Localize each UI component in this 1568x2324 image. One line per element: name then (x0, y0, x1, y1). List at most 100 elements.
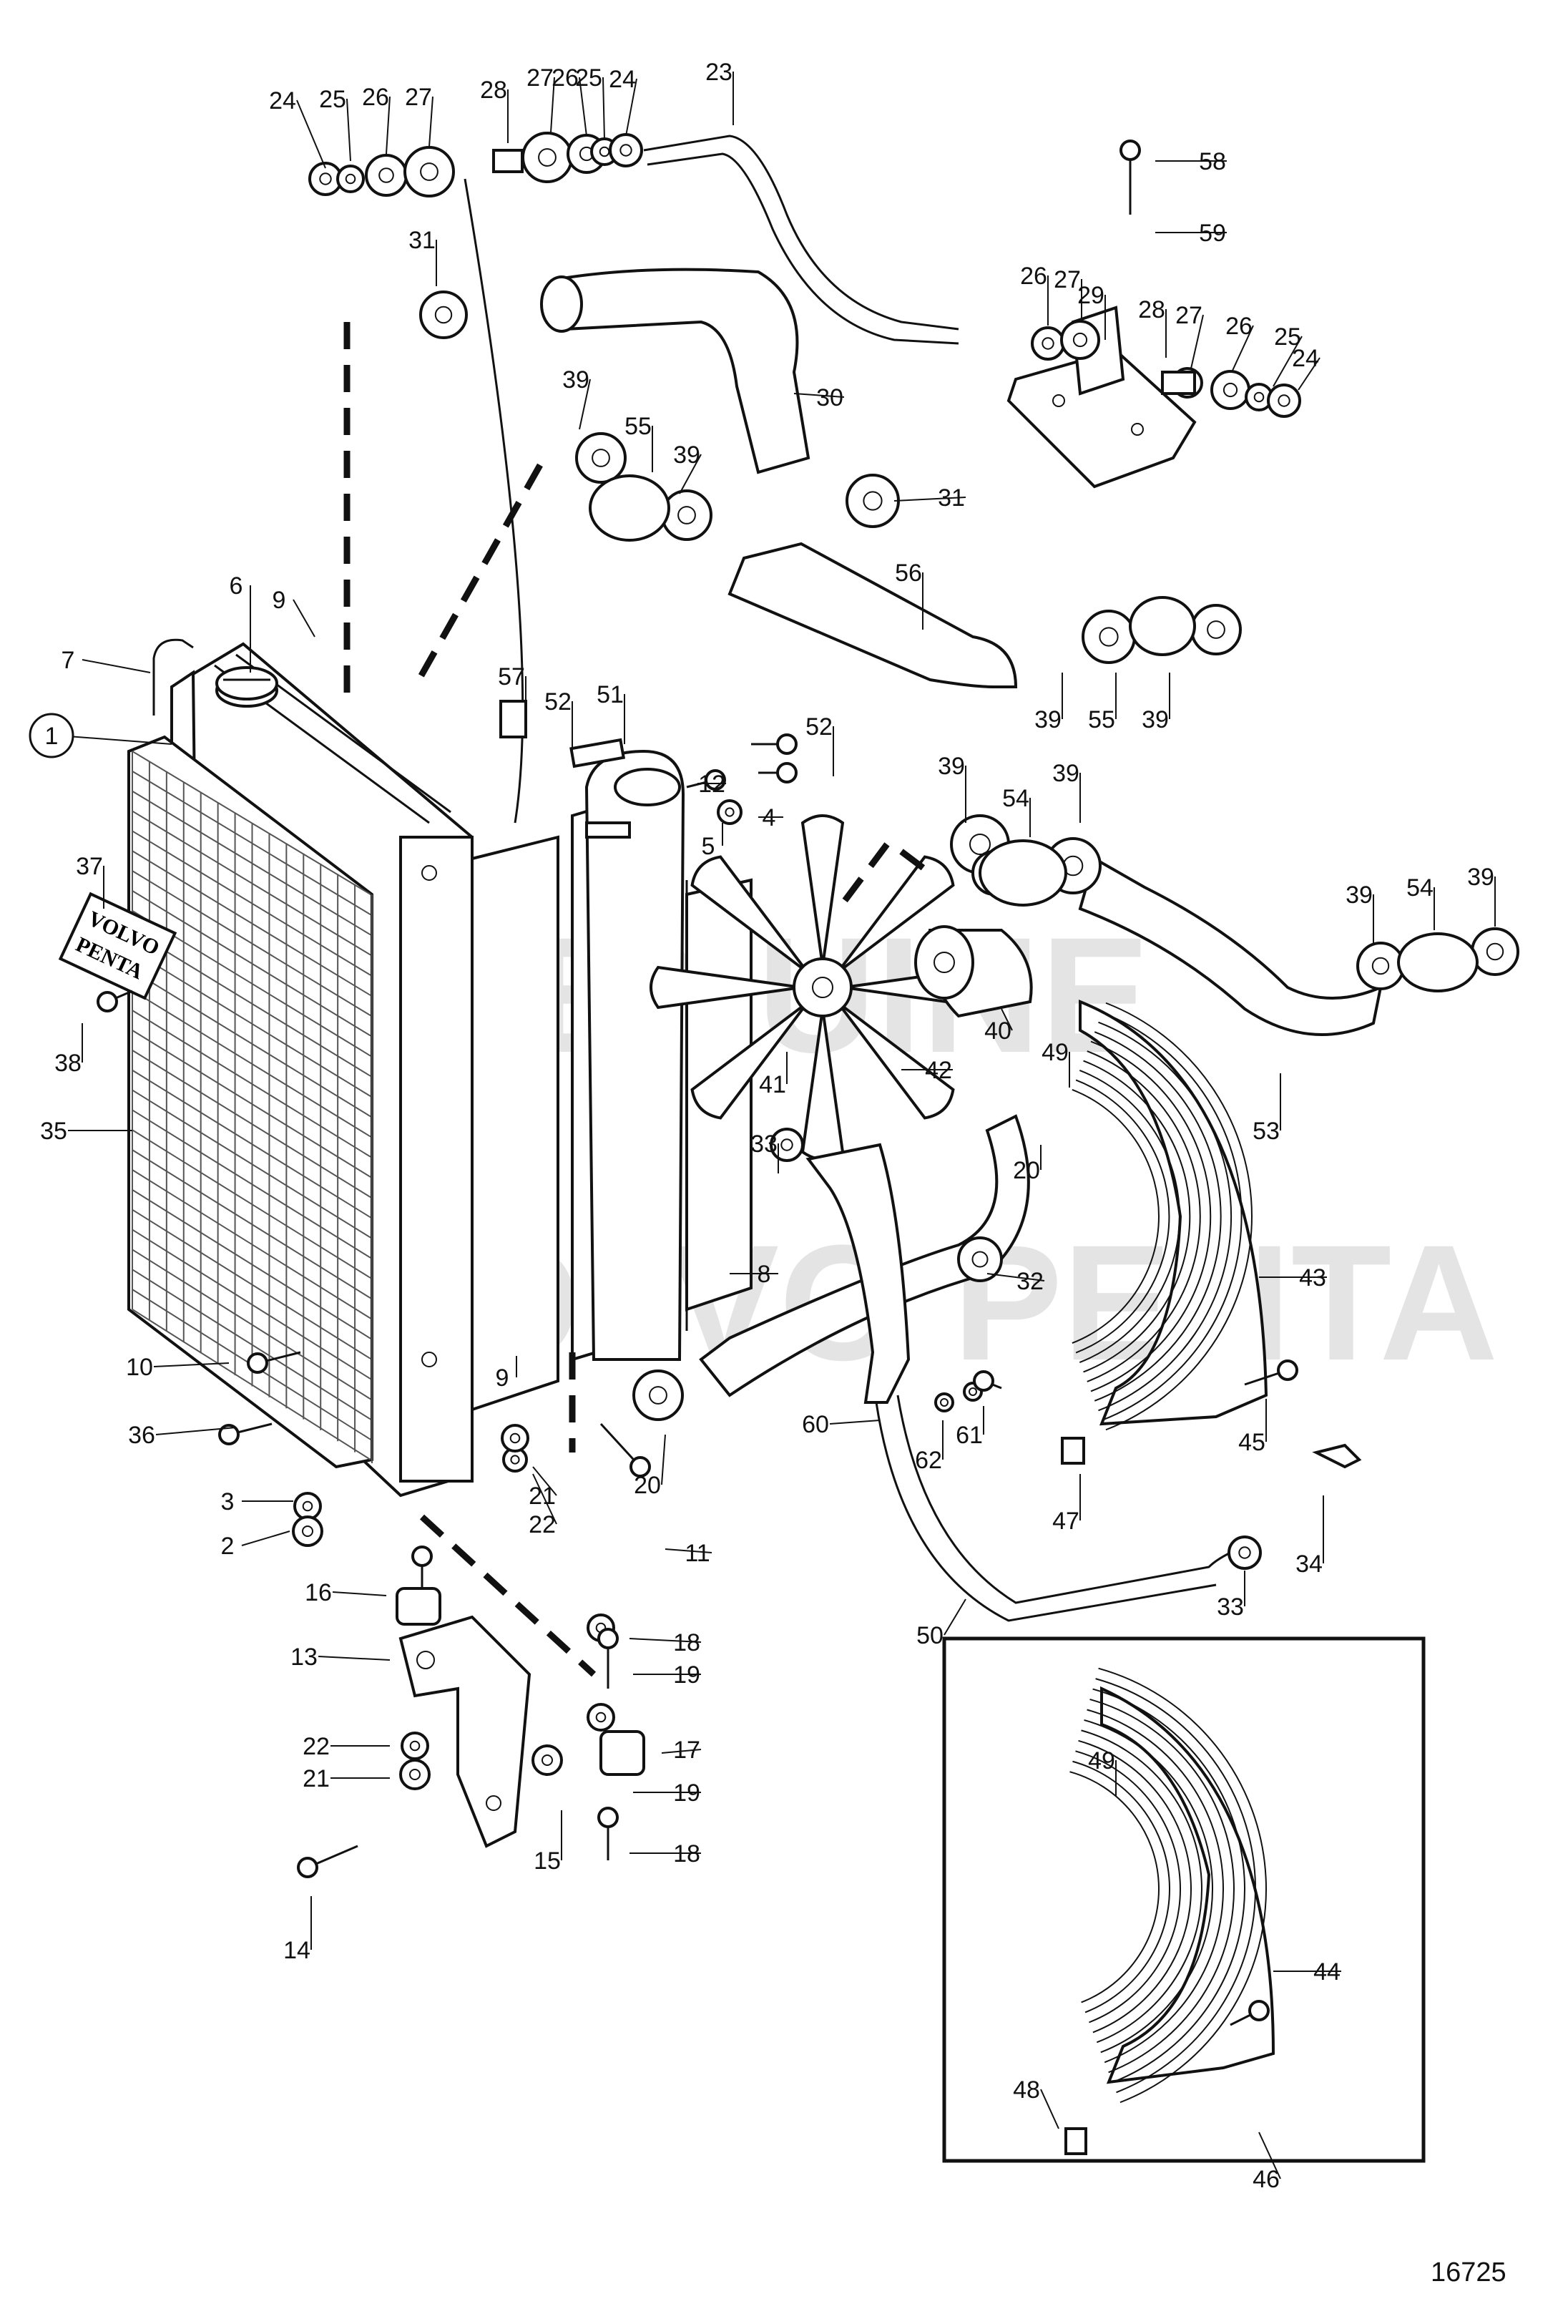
leader-line-30 (793, 393, 845, 398)
callout-21: 21 (529, 1483, 556, 1510)
callout-41: 41 (759, 1071, 786, 1098)
pipe-23 (643, 135, 959, 345)
callout-62: 62 (915, 1447, 942, 1474)
hose-8 (805, 1143, 911, 1404)
leader-line-39 (579, 379, 591, 430)
callout-46: 46 (1253, 2166, 1280, 2193)
callout-52b: 52 (805, 713, 833, 741)
callout-24c: 24 (1292, 345, 1319, 372)
leader-line-40 (1001, 1008, 1013, 1031)
hose-50 (875, 1395, 1231, 1622)
leader-line-2 (241, 1530, 290, 1546)
callout-10: 10 (126, 1354, 153, 1381)
volvo-penta-badge: VOLVO PENTA (58, 892, 177, 1000)
callout-27d: 27 (1175, 302, 1202, 329)
callout-38: 38 (54, 1050, 82, 1077)
drawing-number: 16725 (1431, 2257, 1506, 2288)
callout-27: 27 (405, 84, 432, 111)
inset-box (942, 1636, 1426, 2163)
callout-1: 1 (45, 723, 59, 750)
callout-31: 31 (408, 227, 436, 254)
leader-line-7 (82, 659, 151, 673)
callout-42: 42 (925, 1057, 952, 1084)
upper-hose-30 (540, 268, 810, 474)
leader-line-24 (296, 99, 326, 169)
callout-48: 48 (1013, 2076, 1040, 2104)
callout-39c: 39 (1034, 706, 1062, 733)
callout-24: 24 (269, 87, 296, 114)
callout-39: 39 (562, 366, 589, 394)
leader-line-36 (155, 1427, 237, 1435)
assembly-dashed-lines (343, 178, 932, 1677)
mounting-bracket-13 (398, 1615, 531, 1848)
callout-58: 58 (1199, 148, 1226, 175)
hose-56 (727, 542, 1018, 688)
callout-30: 30 (816, 384, 843, 411)
callout-25: 25 (319, 86, 346, 113)
callout-43: 43 (1299, 1264, 1326, 1292)
callout-39f: 39 (1052, 760, 1079, 787)
callout-40: 40 (984, 1017, 1011, 1045)
leader-line-26d (1231, 325, 1254, 373)
callout-26b: 26 (552, 64, 579, 92)
callout-28b: 28 (1138, 296, 1165, 323)
callout-24b: 24 (609, 66, 636, 93)
leader-line-22 (532, 1473, 557, 1525)
callout-11: 11 (685, 1540, 710, 1567)
callout-8: 8 (758, 1261, 771, 1288)
callout-20: 20 (634, 1472, 661, 1499)
callout-60: 60 (802, 1411, 829, 1438)
callout-50: 50 (916, 1622, 944, 1649)
callout-3: 3 (221, 1488, 235, 1515)
callout-39h: 39 (1467, 864, 1494, 891)
callout-36: 36 (128, 1422, 155, 1449)
leader-line-13 (318, 1656, 391, 1661)
callout-17: 17 (673, 1737, 700, 1764)
callout-7: 7 (62, 647, 75, 674)
callout-55: 55 (624, 413, 652, 440)
leader-line-11 (665, 1548, 712, 1553)
callout-39e: 39 (938, 753, 965, 780)
callout-55b: 55 (1088, 706, 1115, 733)
callout-45: 45 (1238, 1429, 1265, 1456)
leader-line-26b (579, 77, 587, 137)
callout-18: 18 (673, 1629, 700, 1656)
callout-23: 23 (705, 59, 732, 86)
leader-line-27 (428, 96, 433, 147)
leader-line-16 (332, 1591, 387, 1596)
callout-37: 37 (76, 853, 103, 880)
callout-6: 6 (230, 572, 243, 600)
callout-56: 56 (895, 560, 922, 587)
leader-line-17 (661, 1749, 702, 1754)
callout-25c: 25 (1274, 323, 1301, 351)
callout-61: 61 (956, 1422, 983, 1449)
leader-line-27d (1190, 314, 1204, 369)
callout-57: 57 (498, 663, 525, 690)
callout-9: 9 (273, 587, 286, 614)
leader-line-48 (1040, 2089, 1059, 2129)
callout-4: 4 (763, 804, 776, 831)
leader-line-24c (1298, 357, 1320, 391)
leader-line-60 (829, 1420, 881, 1425)
callout-53: 53 (1253, 1118, 1280, 1145)
hose-53 (1078, 856, 1383, 1036)
callout-26c: 26 (1020, 263, 1047, 290)
callout-39d: 39 (1142, 706, 1169, 733)
fan-guard (1072, 1000, 1268, 1431)
leader-line-21 (532, 1466, 557, 1496)
leader-line-39b (679, 454, 702, 494)
callout-18b: 18 (673, 1840, 700, 1868)
callout-47: 47 (1052, 1508, 1079, 1535)
callout-33: 33 (750, 1131, 778, 1158)
callout-16: 16 (305, 1579, 332, 1606)
callout-32: 32 (1016, 1268, 1044, 1295)
callout-19b: 19 (673, 1779, 700, 1807)
leader-line-25c (1273, 336, 1303, 387)
callout-31b: 31 (938, 484, 965, 512)
leader-line-1 (58, 735, 172, 745)
callout-39g: 39 (1346, 882, 1373, 909)
callout-44: 44 (1313, 1958, 1341, 1986)
callout-13: 13 (290, 1644, 318, 1671)
callout-26d: 26 (1225, 313, 1253, 340)
